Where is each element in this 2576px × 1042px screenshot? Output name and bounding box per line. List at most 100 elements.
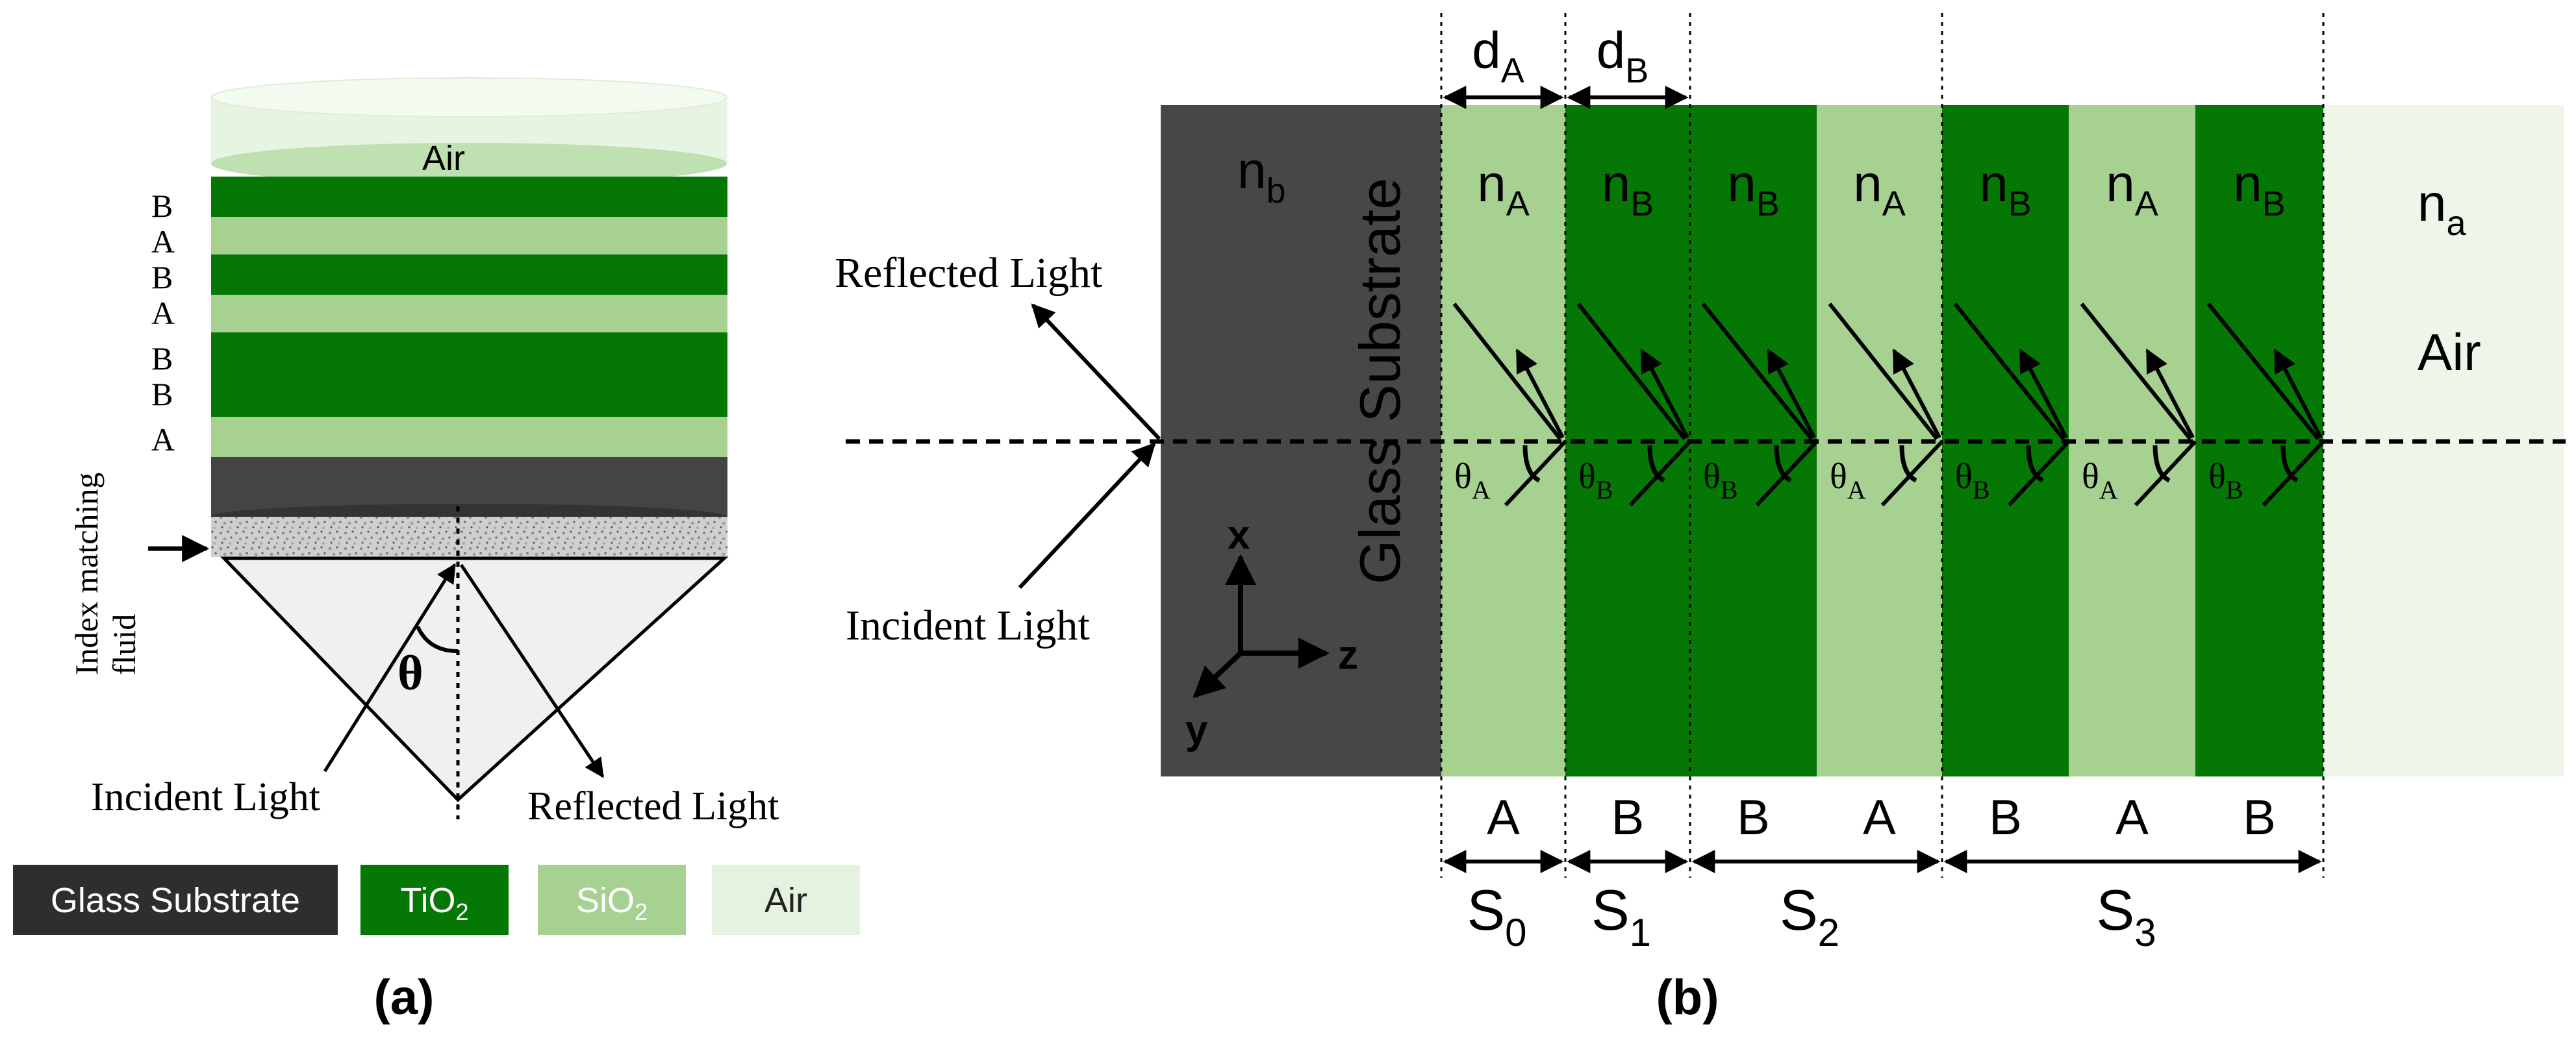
sequence-label-sub: 2	[1818, 911, 1839, 954]
layer-angle-label: θA	[1830, 456, 1866, 504]
layer-angle-label-sub: A	[1847, 475, 1866, 504]
fluid-label-line2: fluid	[106, 614, 142, 675]
layer-index-label-base: n	[2106, 155, 2135, 212]
layer-ray	[1953, 303, 2065, 440]
angle-arc	[1774, 445, 1792, 483]
layer-angle-label-sub: A	[2099, 475, 2118, 504]
legend-label-sio2: SiO	[576, 881, 635, 920]
layer-reflected-arrow	[1767, 348, 1816, 439]
layer-letter: A	[1863, 790, 1896, 845]
reflected-ray-a	[459, 564, 605, 778]
thickness-label: dA	[1472, 21, 1524, 90]
incident-ray-a	[323, 563, 457, 773]
substrate-index-sub: b	[1267, 171, 1286, 210]
layer-index-label-sub: B	[2262, 184, 2286, 223]
panel-a: Air B A B A B B A Index matching fluid	[13, 77, 860, 1025]
fluid-label-line1: Index matching	[68, 473, 105, 675]
layer-index-label: nA	[1477, 155, 1530, 223]
layer-ray	[1828, 303, 1939, 440]
stack-letter: B	[151, 376, 173, 412]
sequence-label-sub: 1	[1630, 911, 1651, 954]
layer-index-label: nB	[2233, 155, 2286, 223]
caption-a: (a)	[374, 970, 435, 1025]
layer-index-label: nB	[1727, 155, 1780, 223]
layer-letter: B	[1989, 790, 2022, 845]
sequence-label: S3	[2096, 878, 2156, 954]
angle-ray	[1880, 440, 1944, 507]
sequence-label: S0	[1467, 878, 1526, 954]
layer-index-label-base: n	[1853, 155, 1882, 212]
sequence-label-base: S	[1591, 878, 1630, 942]
svg-text:SiO2: SiO2	[576, 881, 648, 925]
sequence-label-base: S	[2096, 878, 2134, 942]
layer-angle-label-sub: B	[1721, 475, 1738, 504]
layer-angle-label: θA	[1454, 456, 1491, 504]
axis-label-x: x	[1228, 513, 1250, 558]
incident-ray-b	[1018, 442, 1156, 589]
theta-arc-a	[416, 625, 459, 653]
sequence-label-base: S	[1780, 878, 1818, 942]
layer-angle-label-base: θ	[1578, 456, 1596, 497]
theta-label-a: θ	[398, 646, 423, 701]
layer-letter: B	[2243, 790, 2276, 845]
index-matching-fluid	[211, 517, 727, 557]
layer-ray	[2206, 303, 2320, 440]
incident-label-a: Incident Light	[91, 775, 320, 819]
layer-index-label-sub: A	[2135, 184, 2158, 223]
layer-reflected-arrow	[2019, 348, 2068, 439]
thickness-label-sub: B	[1625, 51, 1648, 90]
air-cylinder	[210, 77, 727, 184]
angle-arc	[1647, 445, 1665, 483]
stack-letter: A	[151, 421, 175, 458]
layer-reflected-arrow	[1892, 348, 1941, 439]
sequence-label: S1	[1591, 878, 1651, 954]
reflected-label-b: Reflected Light	[835, 249, 1102, 297]
layer-reflected-arrow	[2145, 348, 2195, 439]
angle-arc	[1899, 445, 1917, 483]
stack-letter: B	[151, 188, 173, 224]
layer-index-label-base: n	[1477, 155, 1506, 212]
layer-index-label-base: n	[2233, 155, 2262, 212]
layer-ray	[1701, 303, 1813, 440]
angle-ray	[1755, 440, 1819, 507]
layer-ray	[1576, 303, 1687, 440]
angle-ray	[2134, 440, 2197, 507]
incident-label-b: Incident Light	[846, 602, 1090, 649]
caption-b: (b)	[1656, 970, 1719, 1025]
coordinate-axes: x z y	[1185, 513, 1358, 752]
panel-b: nb Glass Substrate na Air Reflected Ligh…	[835, 13, 2566, 1025]
layer-angle-label: θA	[2082, 456, 2118, 504]
axis-label-y: y	[1185, 708, 1208, 752]
layer-index-label-sub: B	[2008, 184, 2032, 223]
stack-letter: A	[151, 295, 175, 331]
legend-sub-tio2: 2	[455, 899, 468, 925]
stack-letters: B A B A B B A	[151, 188, 175, 458]
stack-letter: B	[151, 259, 173, 295]
layer-angle-label-sub: B	[1973, 475, 1990, 504]
layer-reflected-arrow	[2273, 348, 2323, 439]
angle-ray	[1628, 440, 1692, 507]
stack-letter: B	[151, 340, 173, 377]
air-index-base: n	[2418, 174, 2447, 232]
angle-arc	[1522, 445, 1541, 483]
layer-index-label: nA	[1853, 155, 1906, 223]
layer-angle-label-base: θ	[2082, 456, 2099, 497]
layer-angle-label-sub: A	[1472, 475, 1491, 504]
substrate-index-base: n	[1237, 142, 1267, 199]
air-label-b: Air	[2418, 323, 2481, 381]
angle-arc	[2153, 445, 2171, 483]
glass-substrate-label: Glass Substrate	[1348, 178, 1412, 584]
legend: Glass Substrate TiO2 SiO2 Air	[13, 865, 860, 935]
layer-angle-label-base: θ	[1830, 456, 1847, 497]
layer-reflected-arrow	[1515, 348, 1565, 439]
angle-ray	[1504, 440, 1567, 507]
layer-ray	[2080, 303, 2192, 440]
layer-index-label-sub: A	[1506, 184, 1530, 223]
layer-index-label-base: n	[1602, 155, 1631, 212]
layer-angle-label-base: θ	[1454, 456, 1472, 497]
svg-text:nb: nb	[1237, 142, 1286, 210]
layer-angle-label-base: θ	[1955, 456, 1973, 497]
sequence-label: S2	[1780, 878, 1839, 954]
